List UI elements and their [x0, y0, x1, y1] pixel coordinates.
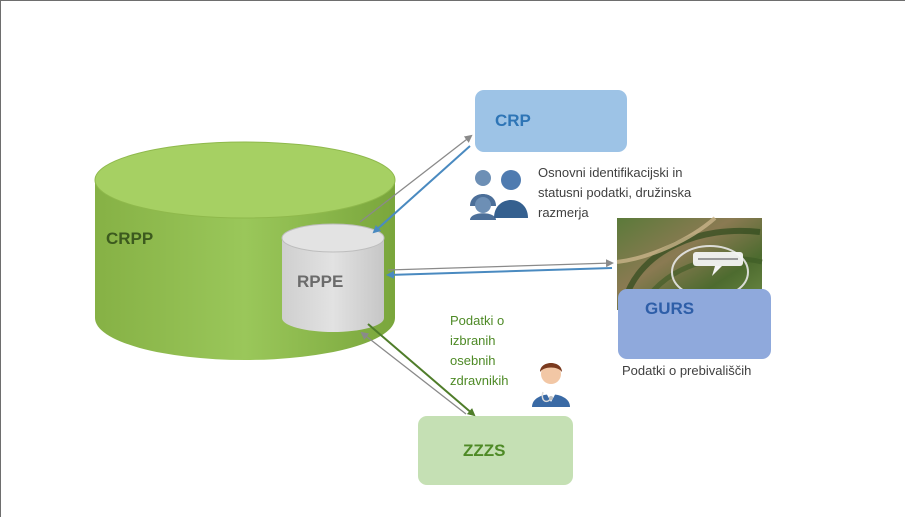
gurs-label: GURS	[645, 299, 695, 318]
rppe-label: RPPE	[297, 272, 344, 291]
arrow-crp-to-rppe	[372, 145, 471, 234]
zzzs-box	[418, 416, 573, 485]
crp-label: CRP	[495, 111, 531, 130]
crp-box	[475, 90, 627, 152]
arrow-rppe-to-zzzs	[367, 323, 476, 417]
arrow-gurs-to-rppe	[386, 267, 613, 279]
zzzs-caption-line-1: Podatki o	[450, 313, 505, 328]
zzzs-label: ZZZS	[463, 441, 506, 460]
people-group-icon	[470, 170, 528, 220]
crp-caption-line-1: Osnovni identifikacijski in	[538, 165, 683, 180]
gurs-caption: Podatki o prebivališčih	[622, 363, 752, 378]
rppe-cylinder	[281, 223, 385, 332]
crp-caption-line-2: statusni podatki, družinska	[538, 185, 692, 200]
gurs-box	[618, 289, 771, 359]
arrow-rppe-to-gurs	[387, 259, 614, 271]
zzzs-caption-line-2: izbranih	[450, 333, 496, 348]
arrow-zzzs-to-rppe	[360, 331, 467, 415]
crp-caption-line-3: razmerja	[538, 205, 589, 220]
zzzs-caption-line-4: zdravnikih	[450, 373, 509, 388]
zzzs-caption-line-3: osebnih	[450, 353, 496, 368]
doctor-icon	[532, 363, 570, 407]
crpp-label: CRPP	[106, 229, 154, 248]
arrow-crpp-to-crp	[359, 134, 473, 223]
